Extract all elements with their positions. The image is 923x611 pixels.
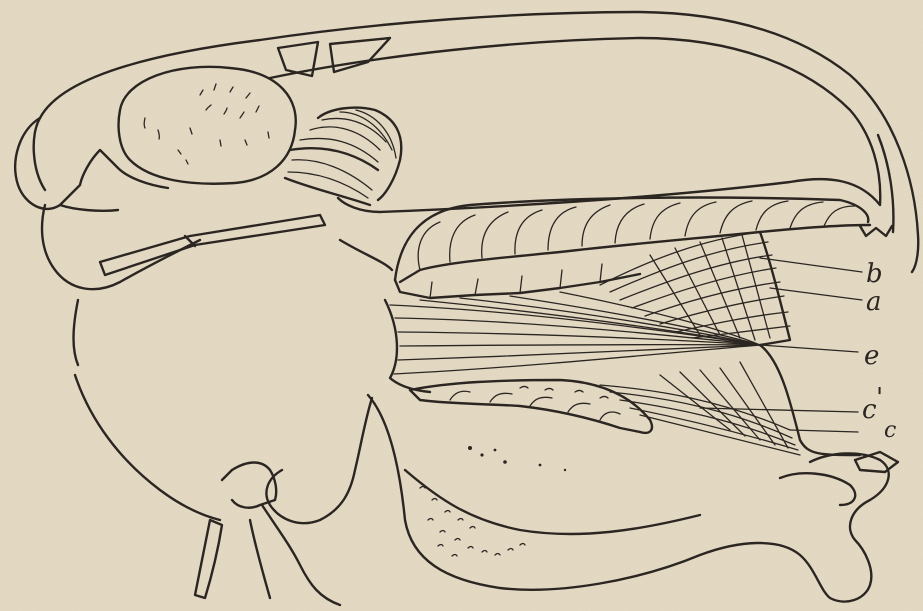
label-c: c	[884, 418, 896, 443]
label-b: b	[866, 259, 883, 289]
label-c-prime-mark: '	[876, 383, 883, 413]
label-c-prime: c	[862, 395, 877, 425]
label-a: a	[866, 287, 882, 317]
label-e: e	[864, 341, 879, 371]
